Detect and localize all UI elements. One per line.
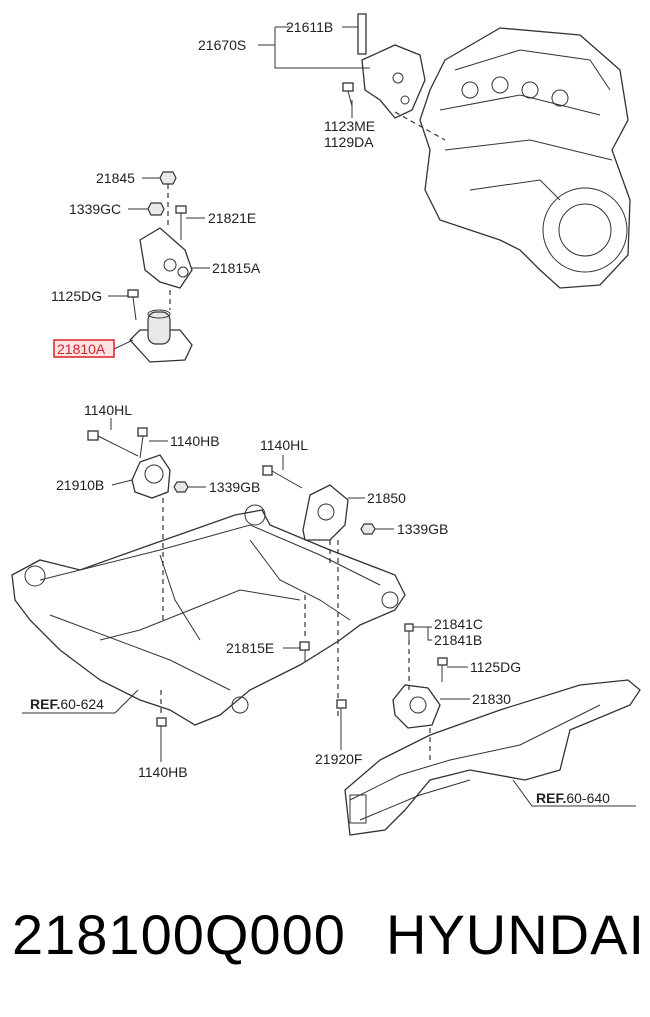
part-number: 218100Q000 [12, 903, 346, 966]
label-1339gc: 1339GC [69, 201, 121, 217]
label-1339gb-left: 1339GB [209, 479, 260, 495]
label-21810a: 21810A [57, 341, 106, 357]
label-1125dg-upper: 1125DG [51, 288, 102, 304]
side-member-illustration [344, 679, 641, 836]
bolt-1140hb-upper [137, 427, 148, 459]
highlight-box-21810a [53, 339, 115, 358]
bolt-21821e [175, 205, 187, 240]
brand-name: HYUNDAI [386, 903, 646, 966]
bolt-1125dg-lower [437, 657, 448, 682]
label-1140hl-left: 1140HL [84, 402, 132, 418]
nut-1339gb-left [173, 481, 189, 493]
bolt-21841c [404, 623, 414, 640]
bolt-1125dg-upper [127, 289, 139, 321]
mount-21910b [131, 454, 171, 499]
label-1123me: 1123ME [324, 118, 375, 134]
label-21845: 21845 [96, 170, 135, 186]
label-1140hl-right: 1140HL [260, 437, 308, 453]
footer-caption: 218100Q000 HYUNDAI [0, 880, 650, 1000]
label-1129da: 1129DA [324, 134, 374, 150]
ref-label-60-640: REF.60-640 [536, 790, 610, 806]
label-1339gb-right: 1339GB [397, 521, 448, 537]
label-21670s: 21670S [198, 37, 246, 53]
engine-block-illustration [419, 27, 631, 289]
label-21850: 21850 [367, 490, 406, 506]
mount-21850 [302, 484, 349, 541]
label-21611b: 21611B [286, 19, 333, 35]
bolt-1140hl-right [262, 465, 303, 489]
bolt-21920f [336, 699, 347, 738]
label-1125dg-lower: 1125DG [470, 659, 521, 675]
nut-1339gc [147, 202, 165, 216]
label-21821e: 21821E [208, 210, 256, 226]
label-21920f: 21920F [315, 751, 362, 767]
label-21815a: 21815A [212, 260, 261, 276]
label-21815e: 21815E [226, 640, 274, 656]
bolt-21815e [299, 641, 310, 662]
subframe-illustration [11, 504, 406, 726]
engine-bracket-21670s [357, 13, 426, 119]
bolt-1140hl-left [87, 430, 139, 457]
label-21830: 21830 [472, 691, 511, 707]
label-21841c: 21841C [434, 616, 483, 632]
label-1140hb-lower: 1140HB [138, 764, 188, 780]
ref-label-60-624: REF.60-624 [30, 696, 104, 712]
bolt-1123me [342, 82, 354, 107]
mount-21830 [392, 684, 441, 729]
engine-mount-21810a [129, 309, 193, 363]
label-21841b: 21841B [434, 632, 482, 648]
bolt-1140hb-lower [156, 717, 167, 755]
bracket-21815a [139, 227, 193, 289]
label-1140hb-upper: 1140HB [170, 433, 220, 449]
label-21910b: 21910B [56, 477, 104, 493]
nut-21845 [159, 171, 177, 185]
nut-1339gb-right [360, 523, 376, 535]
